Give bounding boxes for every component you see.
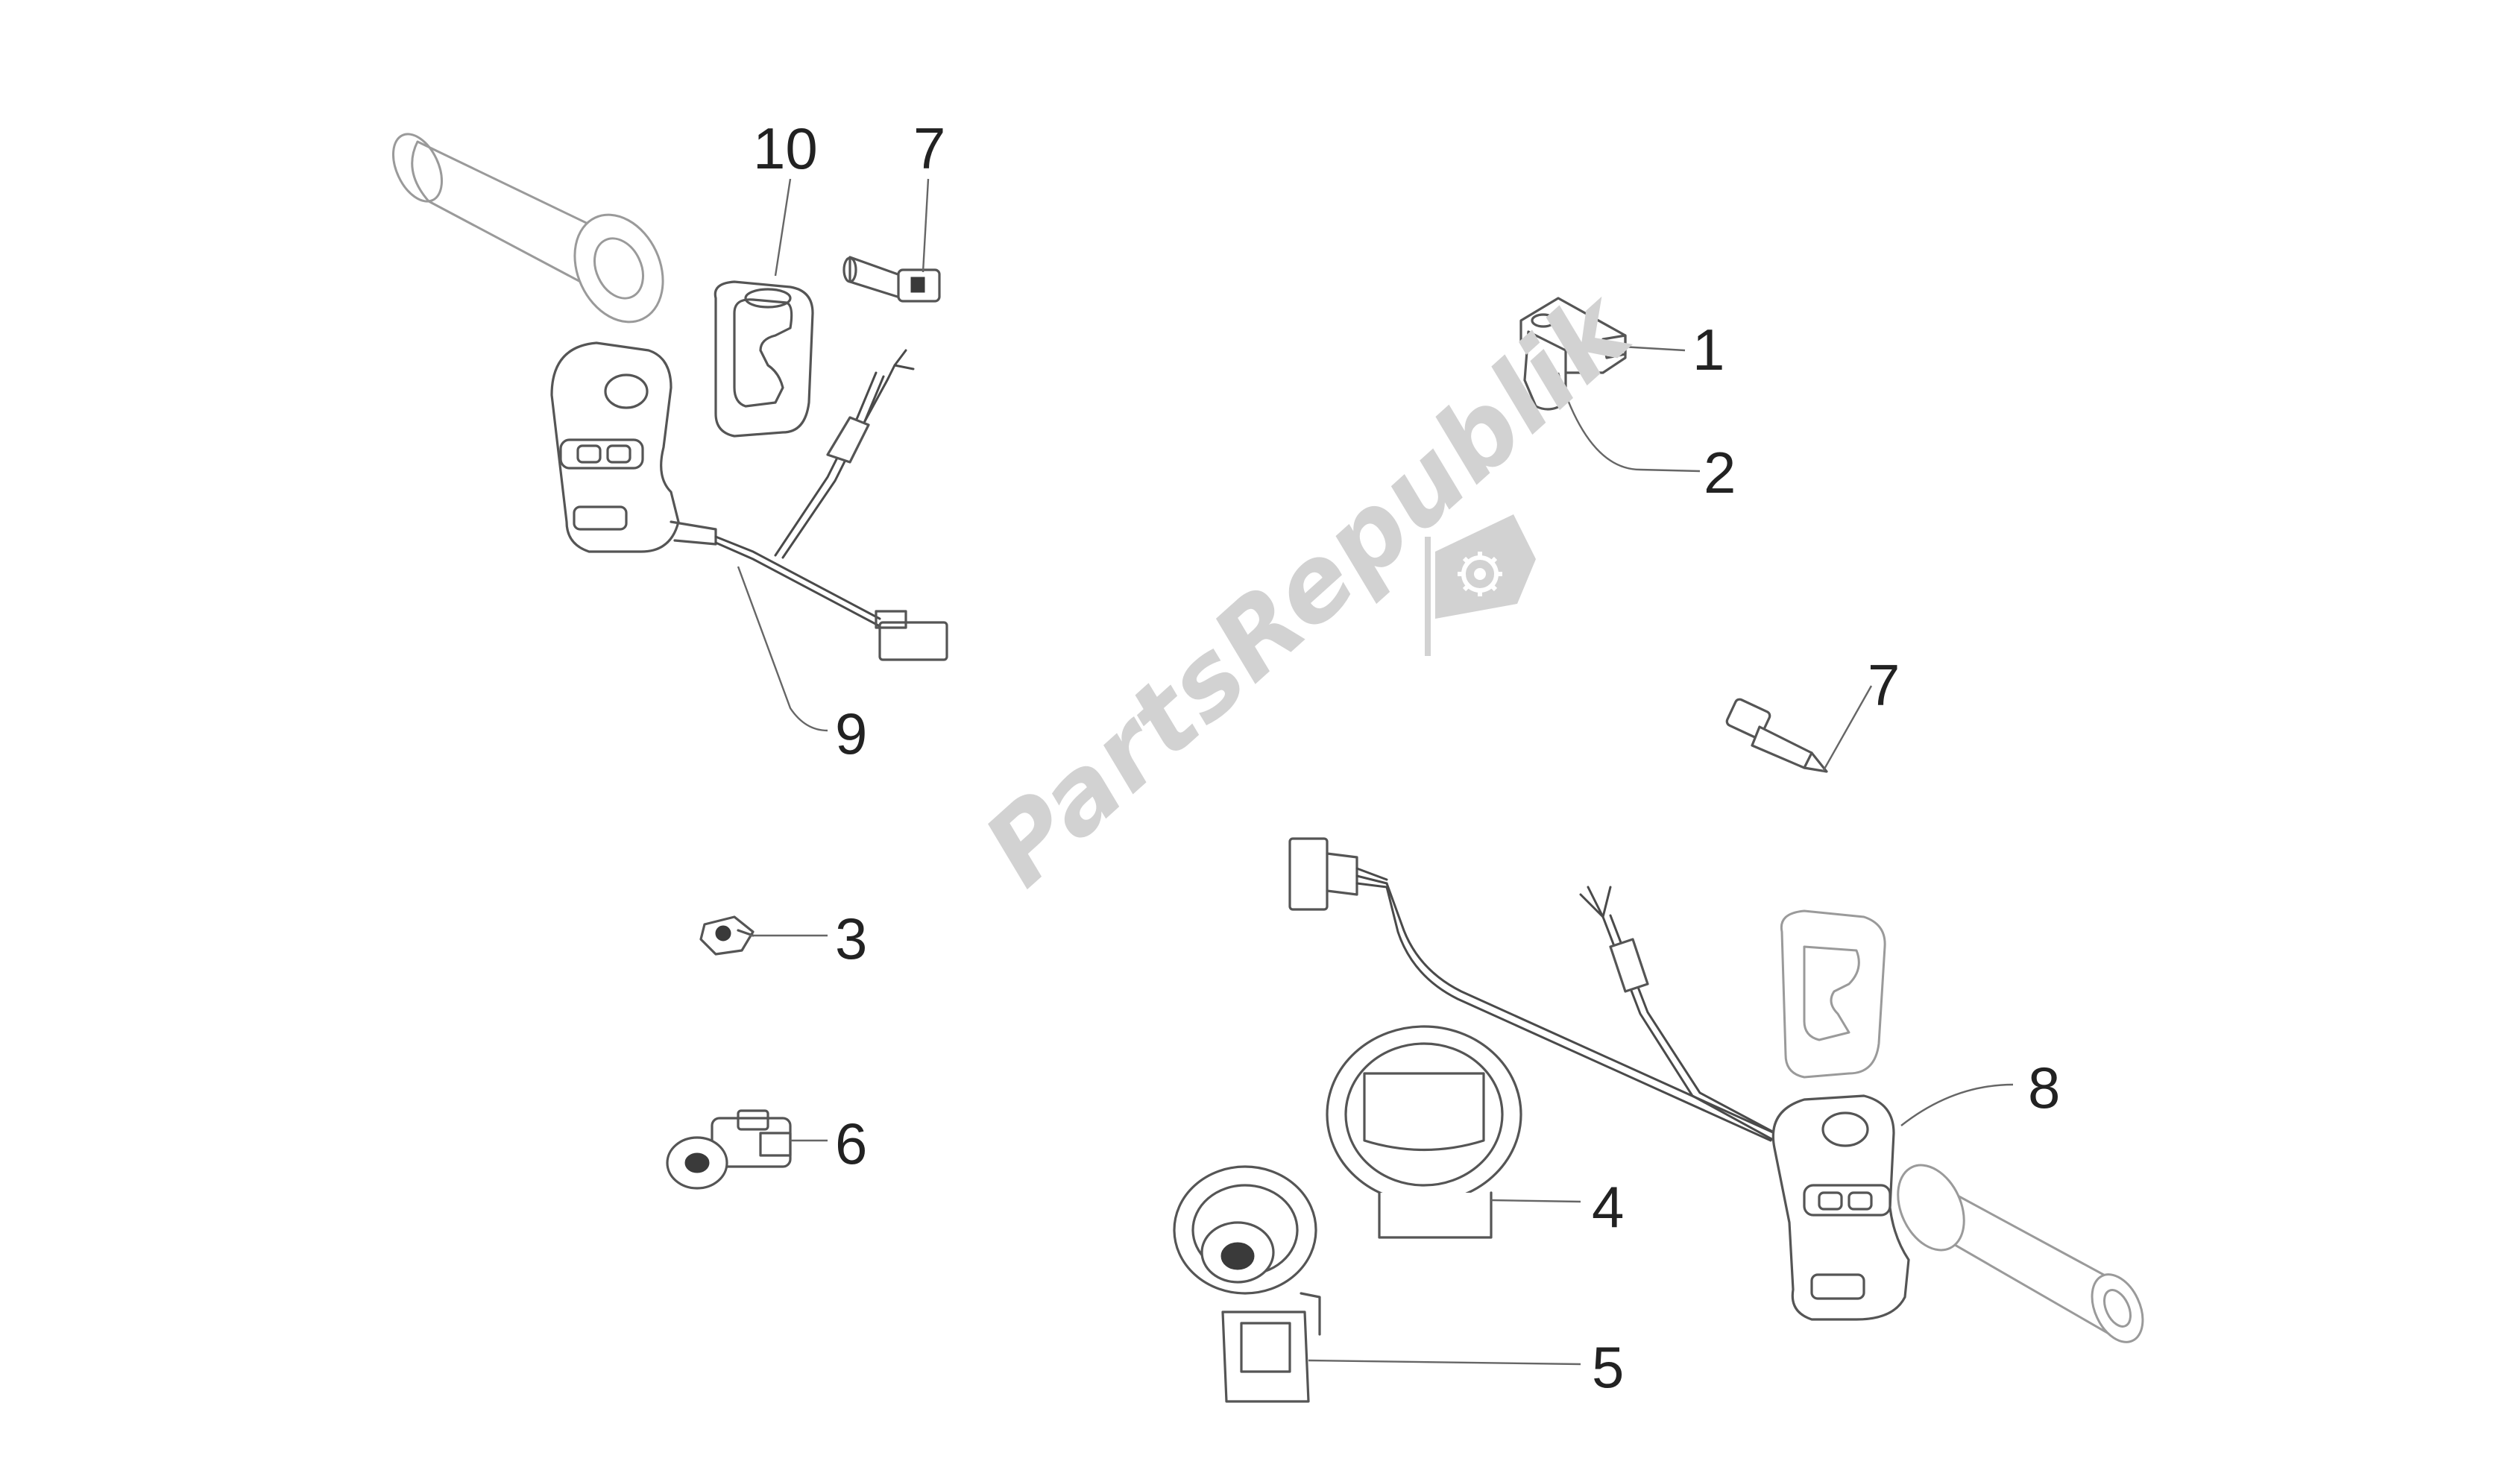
bulb-top [842,256,941,303]
bulb-right [1725,698,1828,773]
callout-5: 5 [1592,1334,1625,1400]
callout-9: 9 [835,701,868,766]
callout-6: 6 [835,1111,868,1176]
callout-1: 1 [1692,317,1725,382]
callout-8: 8 [2028,1055,2061,1120]
watermark-logo [1425,514,1536,656]
callout-2: 2 [1704,440,1736,505]
small-clip [699,915,755,956]
callout-3: 3 [835,906,868,971]
right-handlebar-grip [1897,1164,2144,1343]
left-handlebar-grip [392,133,664,324]
right-switch-cover [1780,909,1886,1079]
pushbutton-switch [666,1109,792,1190]
callout-7-right: 7 [1868,652,1900,718]
callout-7-top: 7 [913,116,946,181]
switch-cover [714,280,814,438]
ignition-switch [1173,1165,1321,1403]
small-switch-button [1519,297,1627,411]
callout-10: 10 [753,116,818,181]
callout-4: 4 [1592,1174,1625,1240]
right-wiring-harness [1288,837,1780,1142]
leader-lines [737,178,2014,1366]
left-wiring-harness [714,349,948,661]
ring-housing [1326,1025,1522,1239]
right-switch-housing [1771,1094,1910,1321]
left-switch-housing [550,341,717,553]
